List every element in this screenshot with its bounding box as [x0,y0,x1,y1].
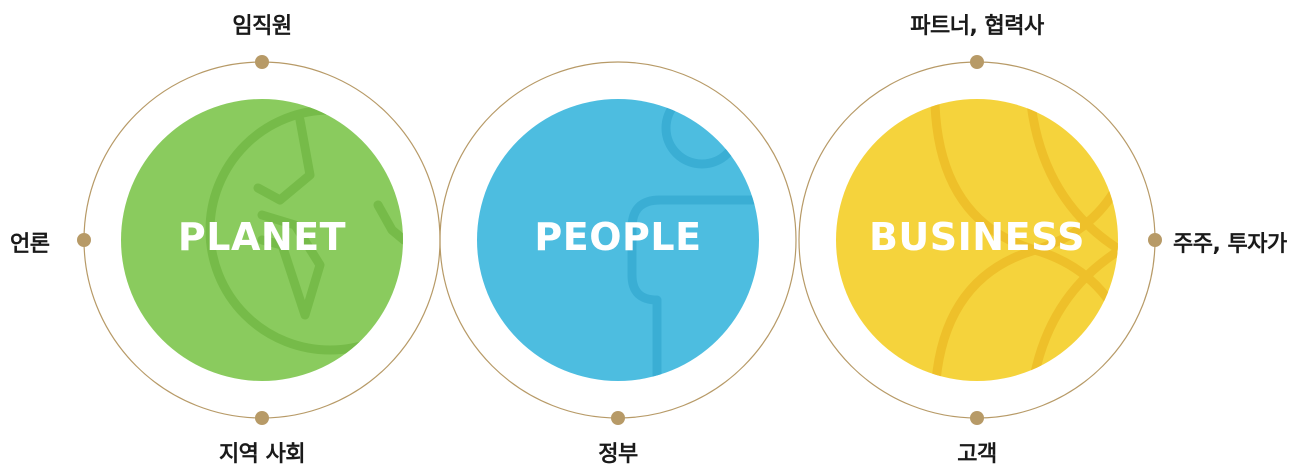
planet-top-dot [255,55,269,69]
label-local-community: 지역 사회 [218,442,306,467]
people-title: PEOPLE [534,215,702,259]
business-right-dot [1148,233,1162,247]
label-shareholders: 주주, 투자가 [1173,232,1287,257]
business-top-dot [970,55,984,69]
people-bottom-dot [611,411,625,425]
label-customers: 고객 [957,442,997,467]
label-press: 언론 [10,232,50,257]
planet-left-dot [77,233,91,247]
business-title: BUSINESS [868,215,1086,259]
planet-bottom-dot [255,411,269,425]
label-partners: 파트너, 협력사 [910,14,1044,39]
label-government: 정부 [598,442,638,467]
planet-title: PLANET [177,215,347,259]
label-employees: 임직원 [232,14,292,39]
business-bottom-dot [970,411,984,425]
